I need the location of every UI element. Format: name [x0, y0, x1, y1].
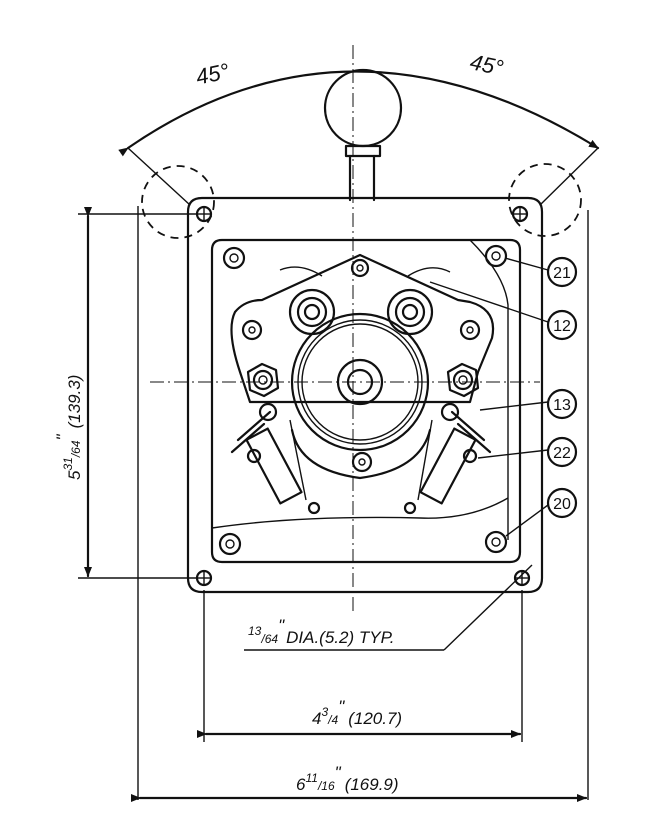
- joystick-handle: [323, 68, 403, 202]
- callout-20: 20: [546, 487, 578, 519]
- height-dimension-lines: [78, 207, 196, 579]
- svg-text:20: 20: [553, 496, 571, 513]
- angle-label-right: 45°: [468, 49, 506, 80]
- svg-text:21: 21: [553, 265, 571, 282]
- housing-screws: [218, 244, 508, 556]
- gimbal-bracket: [230, 253, 495, 404]
- callout-13: 13: [546, 388, 578, 420]
- tilt-ghost-left: [141, 165, 215, 239]
- svg-text:531/64"(139.3): 531/64"(139.3): [53, 375, 84, 480]
- joystick-knob: [323, 68, 403, 148]
- callout-21: 21: [546, 256, 578, 288]
- svg-text:13: 13: [553, 397, 571, 414]
- angle-arc: [118, 70, 600, 206]
- pivot-bolts-top: [288, 288, 434, 336]
- callout-12: 12: [546, 309, 578, 341]
- microswitch-right: [403, 410, 492, 515]
- mounting-plate: [186, 196, 544, 594]
- svg-text:12: 12: [553, 318, 571, 335]
- hole-dimension: 13/64"DIA.(5.2) TYP.: [244, 564, 533, 651]
- center-ring-assembly: [290, 312, 432, 480]
- knob-collar: [344, 144, 382, 158]
- outer-width-dimension-label: 611/16"(169.9): [296, 763, 399, 794]
- inner-width-dimension-label: 43/4"(120.7): [312, 697, 402, 728]
- svg-text:13/64"DIA.(5.2) TYP.: 13/64"DIA.(5.2) TYP.: [248, 616, 394, 647]
- height-dimension-label: 531/64"(139.3): [53, 375, 84, 480]
- callout-leaders: [429, 257, 549, 537]
- callout-22: 22: [546, 436, 578, 468]
- inner-housing: [210, 238, 522, 564]
- angle-label-left: 45°: [194, 58, 232, 89]
- inner-width-dimension-lines: [197, 590, 523, 742]
- microswitch-left: [230, 410, 321, 515]
- pivot-nuts-side: [246, 362, 480, 398]
- svg-text:22: 22: [553, 445, 571, 462]
- bracket-screws: [241, 258, 481, 473]
- tilt-ghost-right: [508, 163, 582, 237]
- plate-mount-holes: [195, 205, 531, 587]
